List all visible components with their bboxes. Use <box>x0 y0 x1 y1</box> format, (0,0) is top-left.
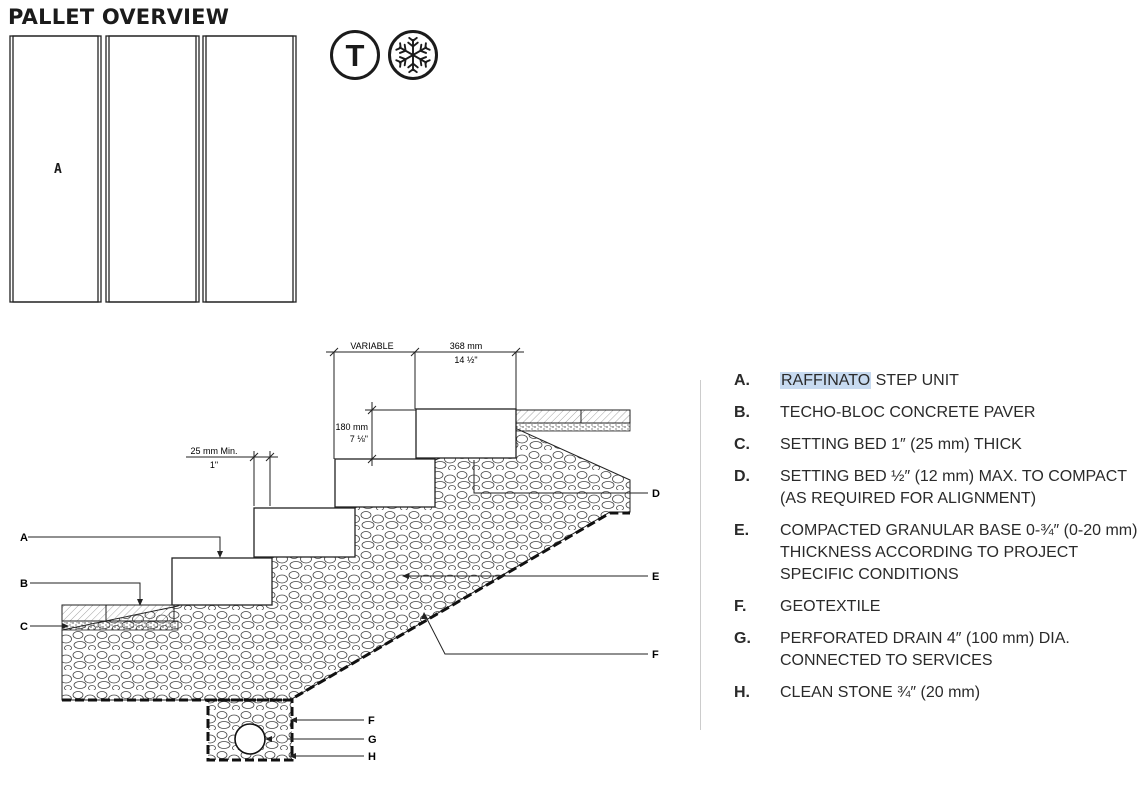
dim-variable: VARIABLE <box>350 341 393 351</box>
legend-item-b: B. TECHO-BLOC CONCRETE PAVER <box>734 404 1036 421</box>
legend-item-h: H. CLEAN STONE ¾″ (20 mm) <box>734 684 981 701</box>
step-installation-diagram: VARIABLE 368 mm 14 ½" 180 mm 7 ⅛" 25 mm … <box>20 341 660 763</box>
snowflake-icon <box>388 30 438 80</box>
dim-min-mm: 25 mm Min. <box>190 446 237 456</box>
pallet-overview <box>9 35 297 303</box>
step-unit-2 <box>253 507 356 558</box>
paver-upper-2 <box>580 409 631 424</box>
traffic-rating-letter: T <box>345 37 365 73</box>
pallet-slot-2 <box>105 35 200 303</box>
legend-item-e: E. COMPACTED GRANULAR BASE 0-¾″ (0-20 mm… <box>734 522 1138 583</box>
drain-pipe <box>234 723 266 755</box>
highlighted-text: RAFFINATO <box>780 372 872 389</box>
legend-divider <box>700 380 701 730</box>
dim-rise-mm: 180 mm <box>335 422 368 432</box>
paver-lower-2 <box>105 604 175 622</box>
callout-g: G <box>368 734 377 746</box>
callout-b: B <box>20 578 28 590</box>
setting-bed-lower <box>61 620 179 631</box>
pallet-slot-3 <box>202 35 297 303</box>
callout-f-trench: F <box>368 715 375 727</box>
callout-a: A <box>20 532 28 544</box>
legend-item-g: G. PERFORATED DRAIN 4″ (100 mm) DIA. CON… <box>734 630 1070 669</box>
step-unit-3 <box>334 458 436 508</box>
traffic-rating-badge: T <box>330 30 380 80</box>
callout-h: H <box>368 751 376 763</box>
step-unit-4 <box>415 408 517 459</box>
pallet-label: A <box>54 162 62 177</box>
legend-item-f: F. GEOTEXTILE <box>734 598 881 615</box>
dim-rise-in: 7 ⅛" <box>350 434 368 444</box>
legend-item-c: C. SETTING BED 1″ (25 mm) THICK <box>734 436 1022 453</box>
page-title: PALLET OVERVIEW <box>8 5 230 29</box>
dim-min-in: 1" <box>210 460 218 470</box>
callout-f: F <box>652 649 659 661</box>
step-unit-1 <box>171 557 273 606</box>
paver-upper-1 <box>514 409 582 424</box>
legend-item-a: A. RAFFINATO STEP UNIT <box>734 372 959 389</box>
legend-item-d: D. SETTING BED ½″ (12 mm) MAX. TO COMPAC… <box>734 468 1127 507</box>
dim-step-mm: 368 mm <box>450 341 483 351</box>
legend-list: A. RAFFINATO STEP UNIT B. TECHO-BLOC CON… <box>734 370 1143 714</box>
callout-e: E <box>652 571 659 583</box>
drain-trench <box>206 698 294 762</box>
callout-d: D <box>652 488 660 500</box>
setting-bed-upper <box>514 422 631 432</box>
paver-lower-1 <box>61 604 107 622</box>
callout-c: C <box>20 621 28 633</box>
dim-step-in: 14 ½" <box>454 355 477 365</box>
